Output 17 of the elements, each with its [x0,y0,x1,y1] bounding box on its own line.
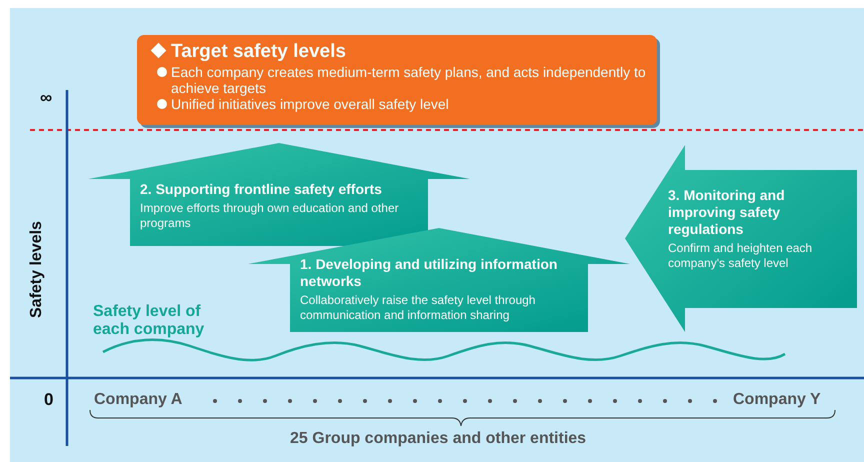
group-label: 25 Group companies and other entities [290,430,586,448]
arrow-heading: 2. Supporting frontline safety efforts [140,181,383,198]
box-heading: Target safety levels [171,40,347,64]
target-box [137,35,657,125]
curve-label: Safety level of each company [93,303,206,339]
arrow-heading: 3. Monitoring and improving safety regulations [668,187,786,238]
category-label: Company Y [733,391,821,409]
bullet-text: Each company creates medium-term safety plans, and acts independently to achieve targets [171,64,647,96]
axis-max-label: ∞ [40,88,52,108]
category-label: Company A [94,391,182,409]
axis-zero-label: 0 [44,390,54,410]
arrow-description: Confirm and heighten each company's safety level [668,241,814,271]
arrow-description: Improve efforts through own education and other programs [140,201,400,231]
bullet-text: Unified initiatives improve overall safety level [171,96,450,112]
arrow-description: Collaboratively raise the safety level through communication and information sharing [300,293,536,323]
axis-title: Safety levels [28,221,46,318]
arrow-heading: 1. Developing and utilizing information networks [300,256,558,290]
